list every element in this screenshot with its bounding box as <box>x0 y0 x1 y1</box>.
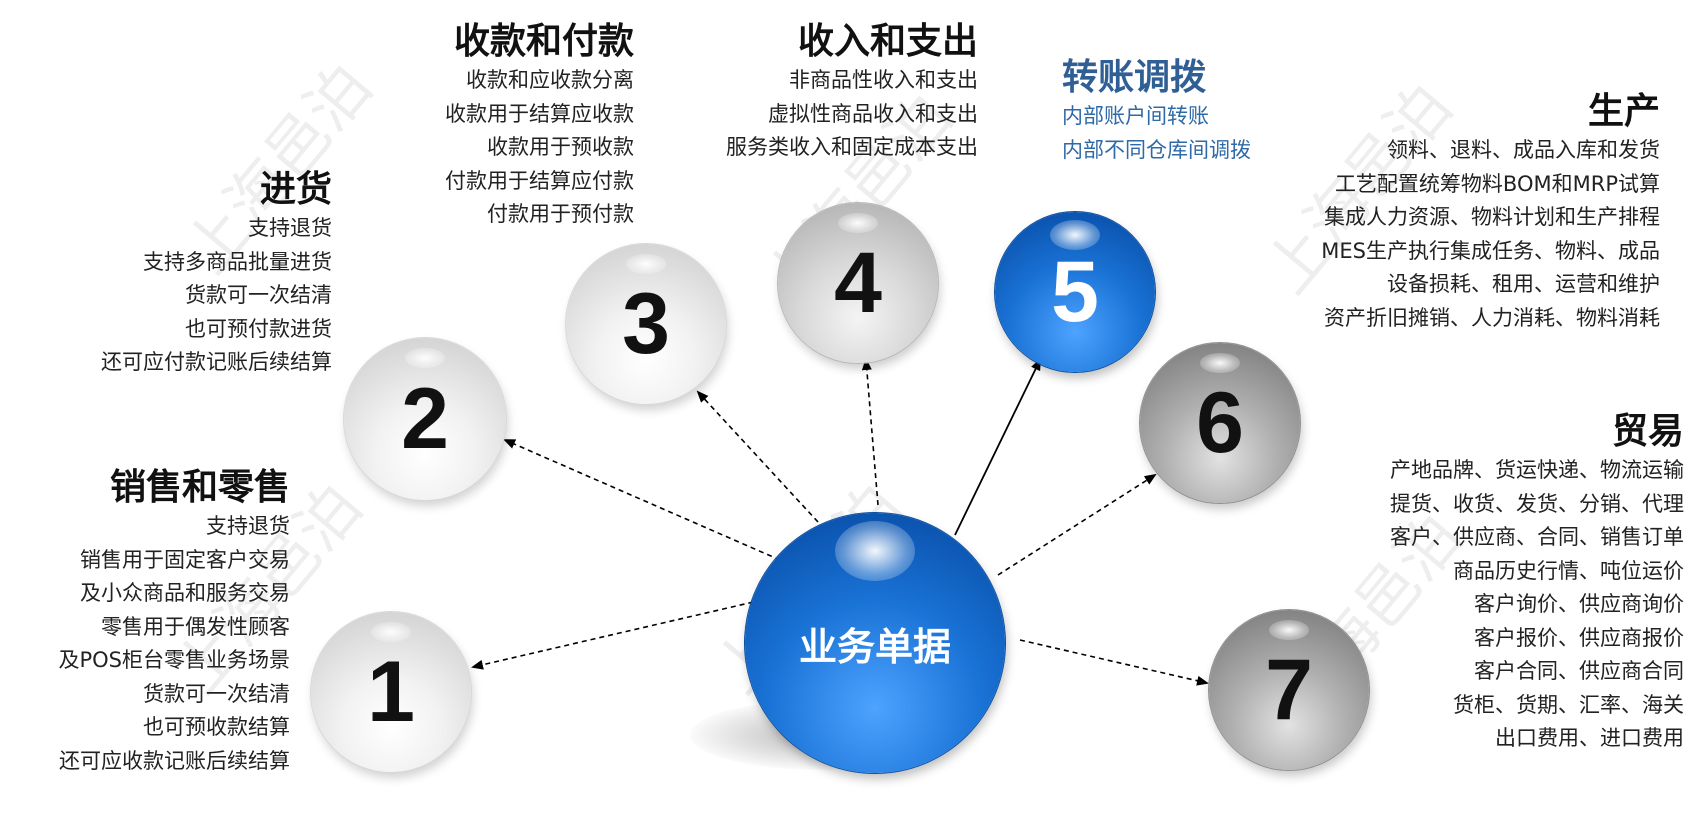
node-5-sphere: 5 <box>995 212 1155 372</box>
section-trade-item: 提货、收货、发货、分销、代理 <box>1390 491 1684 516</box>
section-sales: 销售和零售 支持退货 销售用于固定客户交易 及小众商品和服务交易 零售用于偶发性… <box>58 466 290 778</box>
node-7-number: 7 <box>1265 642 1313 738</box>
section-payments-item: 付款用于预付款 <box>487 202 634 226</box>
section-transfer: 转账调拨 内部账户间转账 内部不同仓库间调拨 <box>1062 56 1251 167</box>
section-production-item: 工艺配置统筹物料BOM和MRP试算 <box>1334 171 1660 196</box>
section-production-item: MES生产执行集成任务、物料、成品 <box>1321 238 1660 263</box>
section-sales-item: 及小众商品和服务交易 <box>80 581 290 605</box>
sphere-highlight <box>1050 220 1100 250</box>
section-income-title: 收入和支出 <box>797 21 978 62</box>
section-payments-item: 收款用于预收款 <box>487 135 634 159</box>
section-trade-title: 贸易 <box>1611 411 1684 452</box>
section-sales-item: 销售用于固定客户交易 <box>80 547 290 572</box>
section-income-item: 虚拟性商品收入和支出 <box>768 101 978 126</box>
node-2-number: 2 <box>401 371 449 467</box>
section-income-item: 服务类收入和固定成本支出 <box>726 135 978 159</box>
arrow-to-node-2 <box>503 439 781 561</box>
node-4-sphere: 4 <box>778 203 938 363</box>
sphere-highlight <box>835 521 915 581</box>
arrow-to-node-3 <box>696 390 819 523</box>
section-trade-item: 货柜、货期、汇率、海关 <box>1453 692 1684 717</box>
section-purchase-item: 支持退货 <box>248 216 332 240</box>
node-2-sphere: 2 <box>344 338 506 500</box>
section-trade-item: 商品历史行情、吨位运价 <box>1453 558 1684 583</box>
section-income: 收入和支出 非商品性收入和支出 虚拟性商品收入和支出 服务类收入和固定成本支出 <box>726 20 978 165</box>
center-label: 业务单据 <box>798 624 951 669</box>
node-5-number: 5 <box>1051 244 1099 340</box>
node-1-sphere: 1 <box>311 612 471 772</box>
section-trade-item: 出口费用、进口费用 <box>1495 726 1684 750</box>
section-payments-item: 收款和应收款分离 <box>466 68 634 92</box>
section-trade-item: 客户、供应商、合同、销售订单 <box>1390 525 1684 549</box>
section-sales-title: 销售和零售 <box>109 467 290 508</box>
node-6-sphere: 6 <box>1140 343 1300 503</box>
section-sales-item: 零售用于偶发性顾客 <box>101 614 290 639</box>
node-6-number: 6 <box>1196 375 1244 471</box>
section-payments: 收款和付款 收款和应收款分离 收款用于结算应收款 收款用于预收款 付款用于结算应… <box>445 20 634 232</box>
section-transfer-title: 转账调拨 <box>1062 57 1207 98</box>
section-purchase-item: 也可预付款进货 <box>185 316 332 341</box>
section-transfer-item: 内部不同仓库间调拨 <box>1062 137 1251 162</box>
section-production-item: 资产折旧摊销、人力消耗、物料消耗 <box>1324 305 1660 330</box>
section-purchase: 进货 支持退货 支持多商品批量进货 货款可一次结清 也可预付款进货 还可应付款记… <box>101 168 332 380</box>
arrow-to-node-7 <box>1019 639 1209 686</box>
sphere-highlight <box>838 213 878 233</box>
section-trade-item: 客户询价、供应商询价 <box>1474 592 1684 616</box>
section-sales-item: 还可应收款记账后续结算 <box>59 748 290 773</box>
node-3-sphere: 3 <box>566 244 726 404</box>
arrow-to-node-1 <box>471 599 763 670</box>
arrow-to-node-6 <box>997 473 1157 576</box>
section-trade-item: 产地品牌、货运快递、物流运输 <box>1390 458 1684 482</box>
section-payments-item: 收款用于结算应收款 <box>445 101 634 126</box>
section-trade-item: 客户合同、供应商合同 <box>1474 659 1684 683</box>
section-payments-title: 收款和付款 <box>453 21 634 62</box>
section-sales-item: 货款可一次结清 <box>143 681 290 706</box>
section-trade: 贸易 产地品牌、货运快递、物流运输 提货、收货、发货、分销、代理 客户、供应商、… <box>1390 410 1684 756</box>
node-3-number: 3 <box>622 276 670 372</box>
section-sales-item: 也可预收款结算 <box>143 715 290 739</box>
arrow-to-node-5 <box>954 358 1041 536</box>
section-purchase-title: 进货 <box>259 169 332 210</box>
node-7-sphere: 7 <box>1209 610 1369 770</box>
node-4-number: 4 <box>834 235 882 331</box>
section-income-item: 非商品性收入和支出 <box>789 68 978 92</box>
sphere-highlight <box>371 622 411 642</box>
section-purchase-item: 货款可一次结清 <box>185 283 332 307</box>
sphere-highlight <box>1269 620 1309 640</box>
section-production-item: 集成人力资源、物料计划和生产排程 <box>1324 205 1660 229</box>
section-production-item: 设备损耗、租用、运营和维护 <box>1387 272 1660 296</box>
section-production-item: 领料、退料、成品入库和发货 <box>1387 138 1660 162</box>
section-purchase-item: 支持多商品批量进货 <box>143 249 332 274</box>
sphere-highlight <box>1200 353 1240 373</box>
section-trade-item: 客户报价、供应商报价 <box>1474 625 1684 650</box>
center-sphere: 业务单据 <box>745 513 1005 773</box>
arrow-to-node-4 <box>861 358 879 506</box>
section-sales-item: 及POS柜台零售业务场景 <box>58 648 290 672</box>
section-payments-item: 付款用于结算应付款 <box>445 168 634 193</box>
section-transfer-item: 内部账户间转账 <box>1062 104 1209 128</box>
section-production: 生产 领料、退料、成品入库和发货 工艺配置统筹物料BOM和MRP试算 集成人力资… <box>1321 90 1660 335</box>
sphere-highlight <box>405 348 445 368</box>
sphere-highlight <box>626 254 666 274</box>
section-purchase-item: 还可应付款记账后续结算 <box>101 350 332 374</box>
section-production-title: 生产 <box>1587 91 1660 132</box>
node-1-number: 1 <box>367 644 415 740</box>
section-sales-item: 支持退货 <box>206 514 290 538</box>
